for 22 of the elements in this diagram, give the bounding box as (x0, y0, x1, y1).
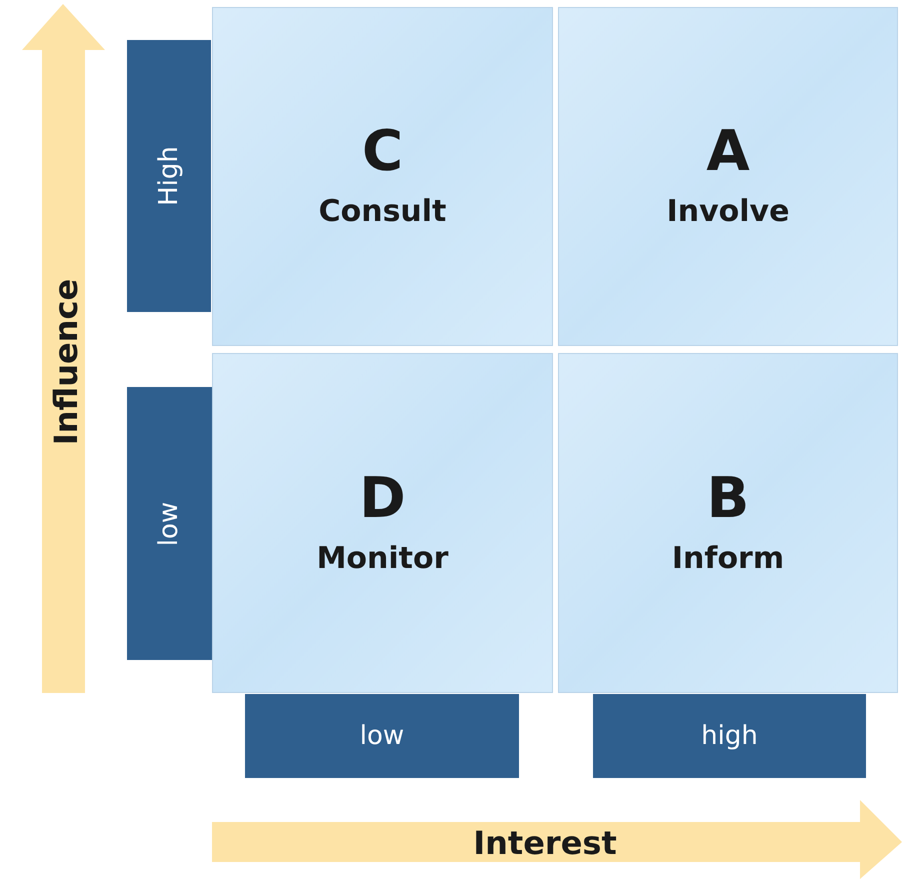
quadrant-letter: C (362, 124, 404, 180)
quadrant-label: Involve (666, 194, 790, 229)
quadrant-label: Monitor (316, 540, 448, 576)
level-label: high (701, 721, 758, 751)
level-label: High (154, 146, 184, 206)
level-bar (593, 694, 866, 778)
quadrant-letter: B (706, 470, 750, 526)
quadrant-label: Consult (318, 194, 446, 229)
level-bar (127, 387, 212, 660)
quadrant-label: Inform (672, 540, 784, 576)
quadrant-panel (558, 353, 898, 693)
quadrant-panel (212, 7, 553, 346)
axis-label: Interest (473, 824, 617, 862)
level-bar (127, 40, 211, 312)
quadrant-panel (558, 7, 898, 346)
level-label: low (154, 501, 184, 546)
level-bar (245, 694, 519, 778)
axis-label: Influence (47, 278, 85, 446)
level-label: low (360, 721, 404, 751)
quadrant-letter: A (706, 124, 750, 180)
quadrant-panel (212, 353, 553, 693)
quadrant-letter: D (359, 470, 406, 526)
